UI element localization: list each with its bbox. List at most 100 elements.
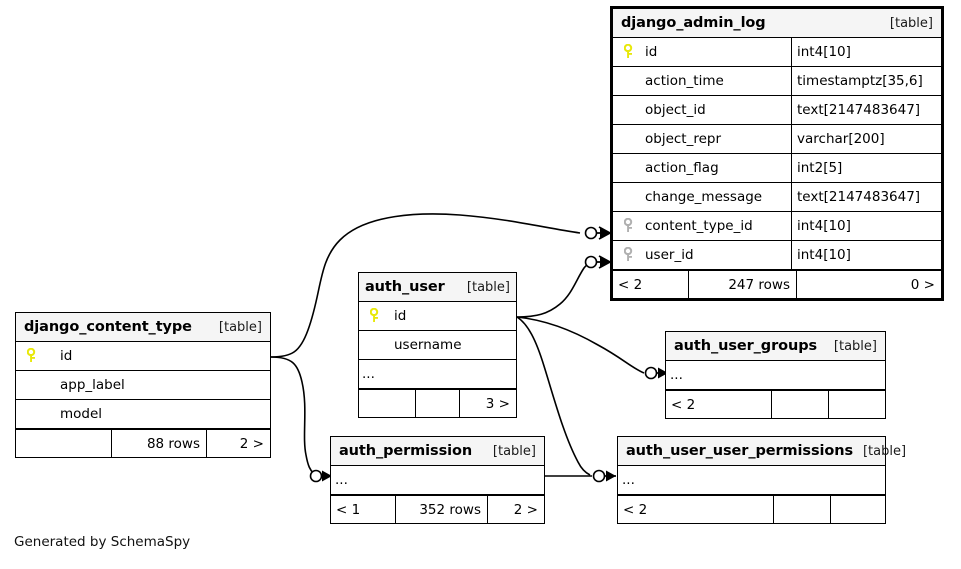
table-header-auth-user-groups: auth_user_groups [table] bbox=[666, 332, 885, 361]
row-count bbox=[771, 391, 828, 418]
table-title: auth_user bbox=[365, 279, 445, 295]
table-row[interactable]: object_repr varchar[200] bbox=[613, 125, 941, 154]
column-name-cell: content_type_id bbox=[613, 212, 791, 240]
column-label: content_type_id bbox=[645, 218, 753, 234]
column-name-cell: ... bbox=[666, 361, 885, 389]
connector-adminlog-contenttype bbox=[584, 226, 611, 240]
table-django-content-type[interactable]: django_content_type [table] id app_label… bbox=[15, 312, 271, 458]
column-name-cell: ... bbox=[618, 466, 885, 494]
column-label: id bbox=[394, 308, 407, 324]
parent-count[interactable] bbox=[359, 390, 415, 417]
column-name-cell: ... bbox=[359, 360, 516, 388]
table-row[interactable]: id int4[10] bbox=[613, 38, 941, 67]
table-row[interactable]: action_flag int2[5] bbox=[613, 154, 941, 183]
table-type-tag: [table] bbox=[833, 338, 877, 354]
column-label-ellipsis: ... bbox=[362, 366, 375, 382]
table-header-django-admin-log: django_admin_log [table] bbox=[613, 9, 941, 38]
table-row[interactable]: object_id text[2147483647] bbox=[613, 96, 941, 125]
edge-user-to-usergroups bbox=[516, 316, 645, 374]
table-header-auth-permission: auth_permission [table] bbox=[331, 437, 544, 466]
column-label: user_id bbox=[645, 247, 694, 263]
table-row[interactable]: id bbox=[359, 302, 516, 331]
column-type: timestamptz[35,6] bbox=[791, 67, 941, 95]
generated-by-credit: Generated by SchemaSpy bbox=[14, 534, 191, 550]
table-row[interactable]: ... bbox=[618, 466, 885, 495]
connector-adminlog-user bbox=[584, 255, 611, 269]
table-row[interactable]: ... bbox=[331, 466, 544, 495]
table-type-tag: [table] bbox=[466, 279, 510, 295]
table-footer-django-admin-log: < 2 247 rows 0 > bbox=[613, 270, 941, 298]
column-label: model bbox=[60, 406, 103, 422]
table-auth-user-user-permissions[interactable]: auth_user_user_permissions [table] ... <… bbox=[617, 436, 906, 524]
column-label-ellipsis: ... bbox=[670, 367, 683, 383]
row-count bbox=[415, 390, 459, 417]
table-type-tag: [table] bbox=[492, 443, 536, 459]
column-type: int2[5] bbox=[791, 154, 941, 182]
table-title: auth_user_user_permissions bbox=[626, 443, 853, 459]
row-count: 352 rows bbox=[395, 496, 487, 523]
parent-count[interactable]: < 2 bbox=[623, 501, 648, 518]
table-django-admin-log[interactable]: django_admin_log [table] id int4[10] act… bbox=[610, 6, 944, 301]
table-row[interactable]: change_message text[2147483647] bbox=[613, 183, 941, 212]
parent-count[interactable] bbox=[16, 430, 111, 457]
column-name-cell: app_label bbox=[16, 371, 270, 399]
column-label: username bbox=[394, 337, 462, 353]
table-auth-user[interactable]: auth_user [table] id username ... bbox=[358, 272, 517, 418]
table-row[interactable]: content_type_id int4[10] bbox=[613, 212, 941, 241]
column-name-cell: model bbox=[16, 400, 270, 428]
table-row[interactable]: ... bbox=[359, 360, 516, 389]
parent-count[interactable]: < 1 bbox=[336, 501, 361, 518]
child-count[interactable] bbox=[828, 391, 885, 418]
parent-count[interactable]: < 2 bbox=[671, 396, 696, 413]
parent-count[interactable]: < 2 bbox=[618, 276, 643, 293]
child-count[interactable]: 2 > bbox=[206, 430, 270, 457]
column-name-cell: username bbox=[359, 331, 516, 359]
column-label: object_repr bbox=[645, 131, 722, 147]
table-type-tag: [table] bbox=[862, 443, 907, 459]
edge-contenttype-to-permission bbox=[270, 356, 315, 475]
column-name-cell: action_time bbox=[613, 67, 791, 95]
column-name-cell: user_id bbox=[613, 241, 791, 269]
connector-permission-contenttype bbox=[309, 469, 332, 483]
column-label-ellipsis: ... bbox=[622, 472, 635, 488]
column-label: app_label bbox=[60, 377, 125, 393]
table-title: auth_user_groups bbox=[674, 338, 818, 354]
column-name-cell: id bbox=[359, 302, 516, 330]
child-count[interactable]: 2 > bbox=[487, 496, 544, 523]
foreign-key-icon bbox=[619, 218, 639, 234]
table-row[interactable]: id bbox=[16, 342, 270, 371]
table-row[interactable]: model bbox=[16, 400, 270, 429]
column-name-cell: ... bbox=[331, 466, 544, 494]
child-count[interactable]: 0 > bbox=[796, 271, 941, 298]
edge-user-to-adminlog bbox=[516, 261, 593, 318]
column-label-ellipsis: ... bbox=[335, 472, 348, 488]
column-type: text[2147483647] bbox=[791, 96, 941, 124]
table-header-auth-user-user-permissions: auth_user_user_permissions [table] bbox=[618, 437, 906, 466]
table-row[interactable]: app_label bbox=[16, 371, 270, 400]
row-count: 88 rows bbox=[111, 430, 206, 457]
table-footer-auth-user-user-permissions: < 2 bbox=[618, 495, 885, 523]
table-auth-permission[interactable]: auth_permission [table] ... < 1 352 rows… bbox=[330, 436, 545, 524]
column-type: varchar[200] bbox=[791, 125, 941, 153]
table-auth-user-groups[interactable]: auth_user_groups [table] ... < 2 bbox=[665, 331, 886, 419]
table-row[interactable]: action_time timestamptz[35,6] bbox=[613, 67, 941, 96]
row-count: 247 rows bbox=[688, 271, 796, 298]
table-footer-auth-permission: < 1 352 rows 2 > bbox=[331, 495, 544, 523]
table-type-tag: [table] bbox=[218, 319, 262, 335]
table-footer-auth-user-groups: < 2 bbox=[666, 390, 885, 418]
column-label: id bbox=[60, 348, 73, 364]
table-header-auth-user: auth_user [table] bbox=[359, 273, 516, 302]
column-name-cell: id bbox=[16, 342, 270, 370]
primary-key-icon bbox=[22, 348, 42, 364]
table-row[interactable]: username bbox=[359, 331, 516, 360]
table-row[interactable]: user_id int4[10] bbox=[613, 241, 941, 270]
column-name-cell: id bbox=[613, 38, 791, 66]
column-name-cell: object_repr bbox=[613, 125, 791, 153]
column-type: int4[10] bbox=[791, 38, 941, 66]
column-name-cell: object_id bbox=[613, 96, 791, 124]
column-label: action_flag bbox=[645, 160, 719, 176]
child-count[interactable] bbox=[830, 496, 885, 523]
table-row[interactable]: ... bbox=[666, 361, 885, 390]
child-count[interactable]: 3 > bbox=[459, 390, 516, 417]
